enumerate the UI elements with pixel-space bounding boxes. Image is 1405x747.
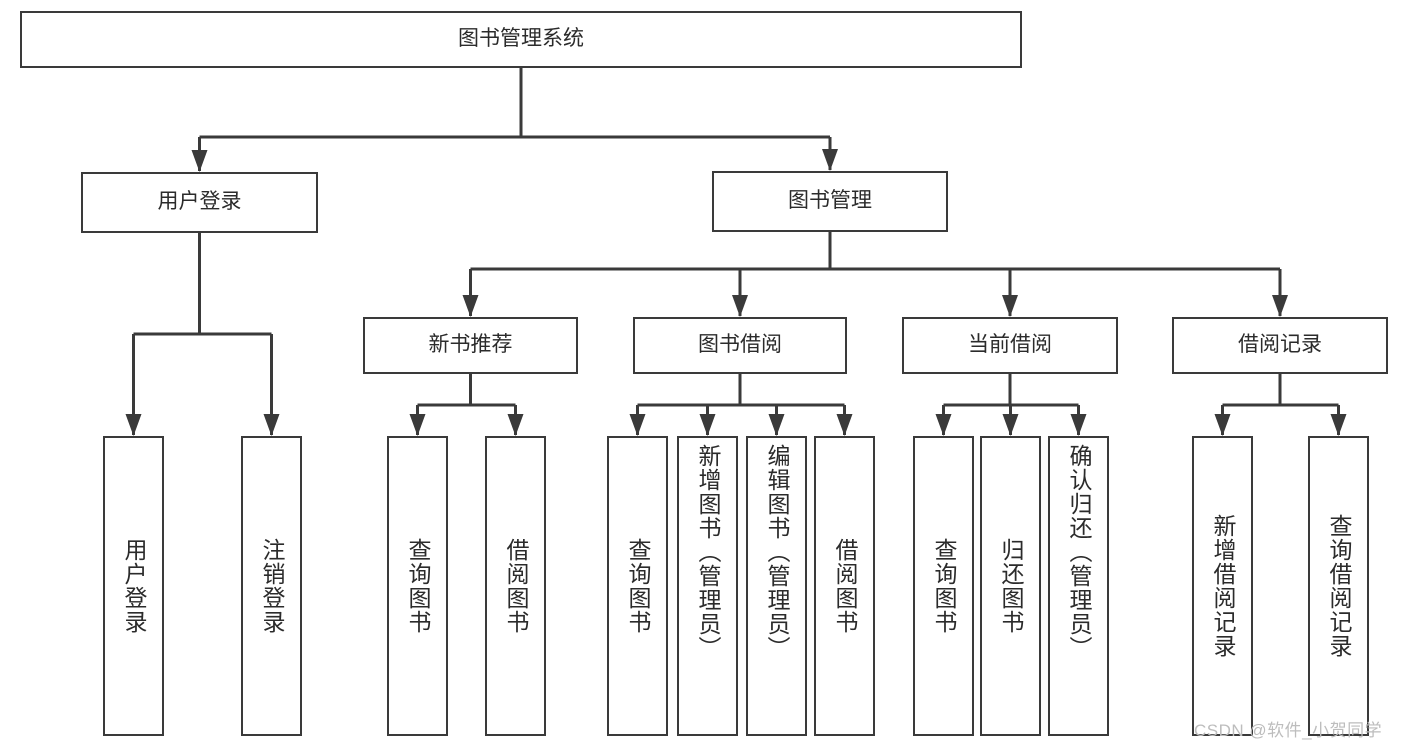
node-leaf-borrow-do[interactable]: 借阅图书 [814,436,875,736]
node-leaf-borrow-query[interactable]: 查询图书 [607,436,668,736]
node-label: 图书借阅 [698,333,782,357]
node-leaf-rec-query2[interactable]: 查询借阅记录 [1308,436,1369,736]
node-label: 新书推荐 [428,333,513,357]
node-leaf-rec-add[interactable]: 新增借阅记录 [1192,436,1253,736]
node-label: 注销登录 [259,538,285,634]
node-leaf-cur-query[interactable]: 查询图书 [913,436,974,736]
node-label: 新增借阅记录 [1210,514,1236,658]
node-label: 图书管理 [788,189,872,213]
node-label: 借阅记录 [1238,333,1322,357]
node-label: 查询借阅记录 [1326,514,1352,658]
node-root[interactable]: 图书管理系统 [20,11,1022,68]
node-label: 当前借阅 [968,333,1052,357]
node-label: 用户登录 [121,538,147,634]
node-label: 新增图书（管理员） [695,444,721,660]
node-label: 查询图书 [625,538,651,634]
node-label: 查询图书 [405,538,431,634]
node-label: 图书管理系统 [458,27,584,51]
node-label: 归还图书 [998,538,1024,634]
node-leaf-rec-borrow[interactable]: 借阅图书 [485,436,546,736]
node-label: 编辑图书（管理员） [764,444,790,660]
node-book-manage[interactable]: 图书管理 [712,171,948,232]
node-leaf-cur-confirm[interactable]: 确认归还（管理员） [1048,436,1109,736]
node-leaf-user-logout[interactable]: 注销登录 [241,436,302,736]
node-leaf-borrow-edit[interactable]: 编辑图书（管理员） [746,436,807,736]
node-leaf-rec-query[interactable]: 查询图书 [387,436,448,736]
node-label: 用户登录 [157,190,242,214]
node-label: 借阅图书 [832,538,858,634]
node-current-borrow[interactable]: 当前借阅 [902,317,1118,374]
node-leaf-user-login[interactable]: 用户登录 [103,436,164,736]
node-leaf-borrow-add[interactable]: 新增图书（管理员） [677,436,738,736]
node-leaf-cur-return[interactable]: 归还图书 [980,436,1041,736]
watermark: CSDN @软件_小贺同学 [1194,721,1383,740]
node-label: 借阅图书 [503,538,529,634]
node-label: 确认归还（管理员） [1066,444,1092,660]
node-user-login[interactable]: 用户登录 [81,172,318,233]
node-borrow-record[interactable]: 借阅记录 [1172,317,1388,374]
node-label: 查询图书 [931,538,957,634]
node-book-borrow[interactable]: 图书借阅 [633,317,847,374]
node-new-book-rec[interactable]: 新书推荐 [363,317,578,374]
